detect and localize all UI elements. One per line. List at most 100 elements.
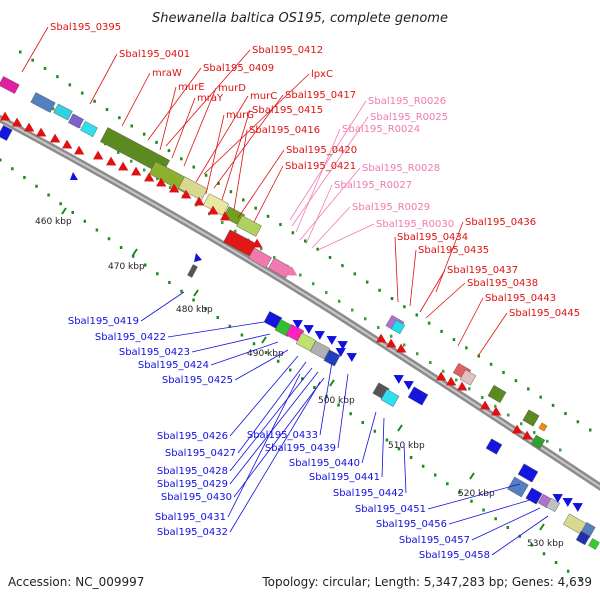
gene-label: Sbal195_0437 (447, 265, 518, 276)
forward-gene-arrow (93, 150, 104, 160)
track-dot (156, 272, 159, 276)
gene-label: murC (250, 91, 277, 102)
kbp-tick-mark (539, 523, 545, 531)
forward-gene-arrow (181, 189, 192, 199)
leader-line (299, 167, 361, 241)
forward-gene-arrow (194, 196, 205, 206)
kbp-tick-label: 500 kbp (318, 396, 355, 406)
reverse-gene-arrow (403, 381, 414, 390)
track-dot (328, 255, 332, 259)
kbp-tick-label: 460 kbp (35, 217, 72, 227)
leader-line (165, 49, 251, 147)
track-dot (117, 151, 120, 154)
forward-gene-arrow (156, 177, 167, 187)
gene-block (0, 125, 13, 141)
track-dot (119, 246, 123, 249)
leader-line (394, 236, 399, 303)
forward-gene-arrow (396, 343, 407, 353)
gene-label: Sbal195_0445 (509, 308, 580, 319)
track-dot (458, 491, 461, 494)
gene-label: Sbal195_0431 (155, 512, 226, 523)
leader-line (291, 116, 369, 227)
track-dot (168, 281, 171, 284)
gene-block (545, 497, 561, 513)
gene-label: Sbal195_0433 (247, 430, 318, 441)
track-dot (416, 352, 419, 356)
gene-block (178, 176, 208, 201)
track-dot (566, 569, 570, 573)
map-title: Shewanella baltica OS195, complete genom… (152, 11, 448, 26)
leader-line (427, 483, 521, 510)
leader-line (457, 297, 484, 347)
kbp-tick-mark (61, 207, 67, 215)
track-dot (589, 428, 592, 432)
leader-line (491, 515, 549, 556)
track-dot (229, 190, 233, 194)
gene-label: Sbal195_R0028 (362, 163, 440, 174)
leader-line (191, 333, 271, 353)
forward-gene-arrow (480, 400, 491, 410)
gene-block (507, 476, 529, 498)
gene-label: Sbal195_R0030 (376, 219, 454, 230)
track-dot (217, 181, 220, 185)
track-dot (95, 228, 99, 232)
reverse-gene-arrow (314, 331, 325, 340)
track-dot (559, 448, 562, 452)
track-dot (93, 99, 96, 103)
reverse-gene-arrow (337, 341, 348, 350)
gene-label: mraW (152, 68, 182, 79)
track-dot (527, 387, 530, 391)
track-dot (312, 282, 315, 286)
forward-gene-arrow (50, 133, 61, 143)
gene-block (522, 409, 540, 427)
reverse-gene-arrow (552, 494, 563, 503)
gene-block (323, 349, 341, 367)
forward-gene-arrow (24, 122, 35, 132)
gene-label: Sbal195_0457 (399, 535, 470, 546)
leader-line (337, 373, 349, 449)
gene-features (0, 76, 600, 550)
track-dot (52, 107, 55, 111)
gene-block (80, 121, 98, 137)
reverse-gene-arrow (303, 325, 314, 334)
leader-line (227, 373, 301, 518)
reverse-gene-arrow (572, 503, 583, 512)
gene-block (530, 434, 546, 450)
track-dot (325, 291, 328, 294)
gene-label: murG (226, 110, 254, 121)
forward-gene-arrow (208, 205, 219, 215)
track-dot (316, 247, 319, 251)
track-dot (130, 159, 133, 163)
track-dot (502, 370, 505, 374)
reverse-gene-arrow (335, 348, 346, 357)
track-dot (546, 439, 549, 443)
track-dot (192, 298, 195, 302)
leader-line (471, 507, 541, 541)
gene-label: Sbal195_R0027 (334, 180, 412, 191)
track-dot (260, 247, 263, 251)
forward-gene-arrow (12, 117, 23, 127)
track-dot (234, 229, 237, 233)
leader-line (140, 291, 185, 322)
kbp-tick-label: 510 kbp (388, 441, 425, 451)
reverse-gene-arrow (326, 336, 337, 345)
gene-label: Sbal195_0428 (157, 466, 228, 477)
gene-label: Sbal195_R0029 (352, 202, 430, 213)
track-dot (254, 206, 257, 210)
reverse-gene-arrow (393, 375, 404, 384)
track-dot (494, 517, 497, 521)
leader-line (253, 165, 284, 223)
track-dot (83, 219, 87, 223)
leader-line (319, 361, 333, 436)
track-dot (397, 447, 401, 451)
track-dot (337, 403, 340, 407)
gene-label: lpxC (311, 69, 333, 80)
track-dot (167, 149, 171, 153)
kbp-tick-mark (329, 379, 335, 387)
track-dot (440, 329, 443, 333)
gene-label: Sbal195_0419 (68, 316, 139, 327)
tick-dots (0, 50, 592, 582)
track-dot (551, 403, 555, 407)
leader-line (210, 341, 279, 366)
